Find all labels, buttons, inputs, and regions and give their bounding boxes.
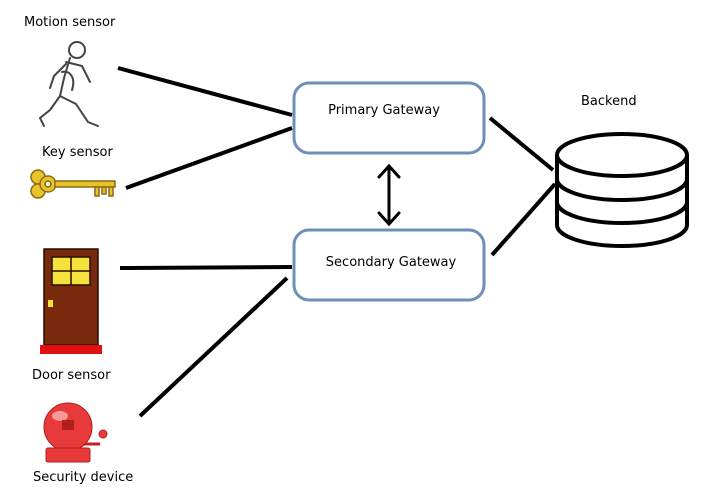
motion-to-primary-line — [117, 66, 293, 117]
primary-gateway-node: Primary Gateway — [292, 81, 486, 155]
security-device-node: Security device — [33, 402, 133, 485]
door-sensor-node: Door sensor — [32, 248, 111, 383]
key-to-primary-line — [125, 126, 293, 190]
key-sensor-node: Key sensor — [30, 145, 116, 199]
security-device-label: Security device — [33, 470, 133, 485]
secondary-to-backend-line — [490, 182, 557, 257]
bidirectional-arrow-icon — [377, 163, 401, 227]
security-to-secondary-line — [138, 276, 289, 418]
primary-gateway-label: Primary Gateway — [328, 103, 440, 118]
door-icon — [40, 248, 102, 354]
key-icon — [30, 169, 116, 199]
primary-to-backend-line — [488, 116, 555, 172]
key-sensor-label: Key sensor — [42, 145, 113, 160]
backend-node: Backend — [555, 94, 689, 248]
alarm-bell-icon — [43, 402, 108, 463]
door-to-secondary-line — [119, 265, 293, 270]
motion-sensor-label: Motion sensor — [24, 15, 116, 30]
database-icon — [555, 132, 689, 248]
walking-person-icon — [39, 41, 99, 127]
secondary-gateway-node: Secondary Gateway — [292, 228, 486, 302]
door-sensor-label: Door sensor — [32, 368, 111, 383]
connections — [117, 66, 557, 418]
motion-sensor-node: Motion sensor — [24, 15, 116, 127]
secondary-gateway-label: Secondary Gateway — [326, 255, 457, 270]
backend-label: Backend — [581, 94, 637, 109]
